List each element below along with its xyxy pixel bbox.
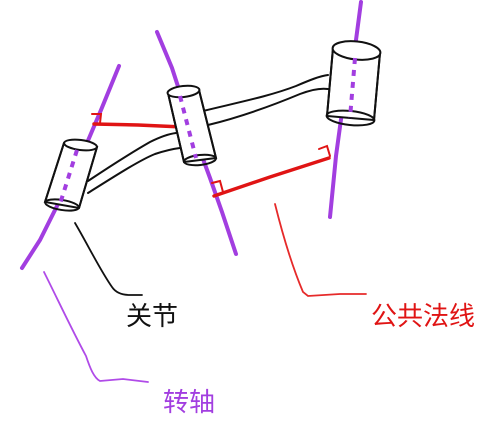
joint-2-top [166,84,201,99]
label-joint: 关节 [126,302,179,332]
label-common-normal: 公共法线 [371,302,476,332]
joint-1-axis-dash [58,149,79,205]
leader-common-normal [274,203,367,297]
joint-2-side-b [198,89,217,159]
joint-3-axis-dash [348,57,357,119]
joint-2-axis-dash [178,95,198,159]
right-angle-mark-2b [318,144,331,157]
link-1-edge-a [87,132,177,182]
common-normal-1 [92,122,185,129]
common-normal-2 [212,156,331,198]
joint-2-side-a [167,92,185,163]
label-rotation-axis: 转轴 [163,388,216,418]
leader-joint [74,222,143,296]
link-2-edge-b [207,87,329,126]
link-2-edge-a [202,74,329,112]
joint-2-bottom [183,153,217,167]
axis-through-joints [58,57,357,205]
joint-1-side-b [78,146,98,209]
joint-3-side-b [373,52,381,121]
right-angle-mark-1a [91,113,103,124]
joint-1-top [63,138,98,152]
joint-1-side-a [44,142,65,203]
links [87,74,329,194]
link-1-edge-b [87,147,181,194]
right-angle-mark-2a [211,179,224,193]
leader-rotation-axis [43,271,149,383]
joint-2 [166,84,218,167]
leader-lines [43,203,367,383]
joint-3-side-a [326,47,334,117]
